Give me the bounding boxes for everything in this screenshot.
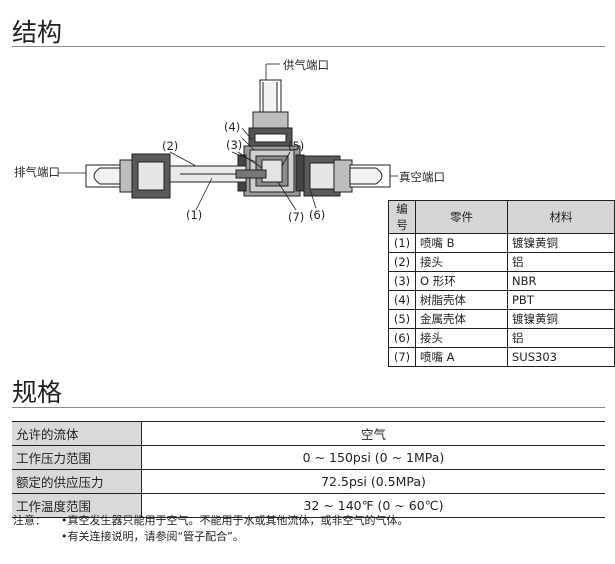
part-number: (7) xyxy=(388,347,416,367)
part-name: O 形环 xyxy=(415,271,508,291)
table-row: (1) 喷嘴 B 镀镍黄铜 xyxy=(388,233,615,253)
specs-title-rule xyxy=(12,407,605,408)
vacuum-fitting xyxy=(303,155,391,197)
spec-value: 空气 xyxy=(141,421,605,446)
part-name: 接头 xyxy=(415,252,508,272)
spec-value: 32 ~ 140℉ (0 ~ 60℃) xyxy=(141,493,605,518)
part-material: NBR xyxy=(507,271,615,291)
exhaust-fitting xyxy=(85,153,171,199)
callout-vacuum-port: 真空端口 xyxy=(399,170,445,184)
spec-label: 额定的供应压力 xyxy=(12,469,142,494)
spec-label: 工作温度范围 xyxy=(12,493,142,518)
spec-label: 允许的流体 xyxy=(12,421,142,446)
table-row: (5) 金属壳体 镀镍黄铜 xyxy=(388,309,615,329)
callout-5: (5) xyxy=(288,139,305,153)
part-material: 铝 xyxy=(507,252,615,272)
ejector-cross-section-diagram xyxy=(58,63,398,211)
callout-supply-port: 供气端口 xyxy=(283,58,329,72)
structure-title: 结构 xyxy=(12,18,63,47)
structure-title-rule xyxy=(12,46,605,47)
note-item: •有关连接说明，请参阅“管子配合”。 xyxy=(61,530,244,543)
part-number: (2) xyxy=(388,252,416,272)
callout-exhaust-port: 排气端口 xyxy=(14,165,60,179)
part-name: 金属壳体 xyxy=(415,309,508,329)
spec-value: 72.5psi (0.5MPa) xyxy=(141,469,605,494)
parts-material-table: 编号 零件 材料 (1) 喷嘴 B 镀镍黄铜 (2) 接头 铝 (3) O 形环… xyxy=(388,200,615,367)
part-name: 喷嘴 B xyxy=(415,233,508,253)
part-number: (5) xyxy=(388,309,416,329)
table-row: (2) 接头 铝 xyxy=(388,252,615,272)
table-row: (6) 接头 铝 xyxy=(388,328,615,348)
part-material: 铝 xyxy=(507,328,615,348)
specifications-table: 允许的流体 空气 工作压力范围 0 ~ 150psi (0 ~ 1MPa) 额定… xyxy=(12,421,605,518)
part-material: 镀镍黄铜 xyxy=(507,233,615,253)
part-number: (1) xyxy=(388,233,416,253)
part-number: (4) xyxy=(388,290,416,310)
part-name: 树脂壳体 xyxy=(415,290,508,310)
header-material: 材料 xyxy=(507,200,615,234)
part-material: PBT xyxy=(507,290,615,310)
part-name: 接头 xyxy=(415,328,508,348)
callout-7: (7) xyxy=(288,210,305,224)
supply-fitting xyxy=(248,79,293,147)
callout-3: (3) xyxy=(226,138,243,152)
part-name: 喷嘴 A xyxy=(415,347,508,367)
table-row: (7) 喷嘴 A SUS303 xyxy=(388,347,615,367)
part-number: (3) xyxy=(388,271,416,291)
part-material: 镀镍黄铜 xyxy=(507,309,615,329)
table-row: 额定的供应压力 72.5psi (0.5MPa) xyxy=(12,469,605,494)
spec-value: 0 ~ 150psi (0 ~ 1MPa) xyxy=(141,445,605,470)
specs-title: 规格 xyxy=(12,378,63,407)
table-row: (4) 树脂壳体 PBT xyxy=(388,290,615,310)
table-row: 工作压力范围 0 ~ 150psi (0 ~ 1MPa) xyxy=(12,445,605,470)
note-item: •真空发生器只能用于空气。不能用于水或其他流体，或非空气的气体。 xyxy=(61,514,409,527)
callout-4: (4) xyxy=(224,120,241,134)
table-row: (3) O 形环 NBR xyxy=(388,271,615,291)
callout-1: (1) xyxy=(186,208,203,222)
parts-table-header: 编号 零件 材料 xyxy=(388,200,615,234)
callout-6: (6) xyxy=(309,208,326,222)
spec-label: 工作压力范围 xyxy=(12,445,142,470)
table-row: 允许的流体 空气 xyxy=(12,421,605,446)
callout-2: (2) xyxy=(162,139,179,153)
header-number: 编号 xyxy=(388,200,416,234)
leader-lines xyxy=(58,63,398,211)
header-part: 零件 xyxy=(415,200,508,234)
part-material: SUS303 xyxy=(507,347,615,367)
part-number: (6) xyxy=(388,328,416,348)
note-label: 注意： xyxy=(13,514,46,527)
table-row: 工作温度范围 32 ~ 140℉ (0 ~ 60℃) xyxy=(12,493,605,518)
